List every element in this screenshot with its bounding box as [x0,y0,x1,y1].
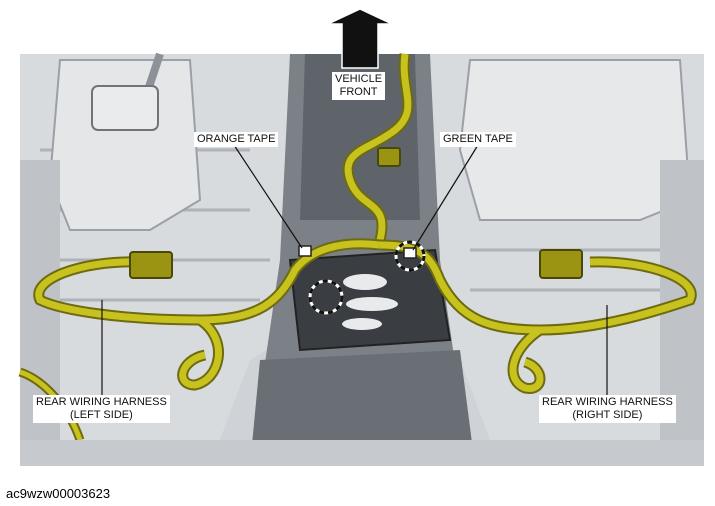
left-connector [129,251,173,279]
rear-right-line1: REAR WIRING HARNESS [542,396,673,408]
diagram-bottom-strip [20,440,704,466]
rear-left-line1: REAR WIRING HARNESS [36,396,167,408]
rear-left-line2: (LEFT SIDE) [70,409,133,421]
vehicle-front-line1: VEHICLE [335,73,383,85]
orange-tape-leader [233,144,303,249]
tunnel-clip-highlight-dash [308,279,344,315]
tunnel-hole-2 [346,297,398,311]
green-tape-marker [403,247,417,259]
harness-right-branch-hl [379,241,695,392]
vehicle-front-label: VEHICLE FRONT [332,72,386,100]
tunnel-lower [250,350,475,466]
figure-id: ac9wzw00003623 [6,486,111,501]
orange-tape-label: ORANGE TAPE [194,132,279,147]
front-connector [377,147,401,167]
green-tape-highlight-dash [394,240,426,272]
right-seat-bracket [458,59,692,221]
rear-left-label: REAR WIRING HARNESS (LEFT SIDE) [33,395,170,423]
harness-left-branch-hl [35,240,381,389]
brake-pedal-pad [91,85,159,131]
brake-pedal-arm [144,52,164,92]
right-connector [539,249,583,279]
rear-right-line2: (RIGHT SIDE) [572,409,643,421]
vehicle-front-arrow [327,8,393,69]
right-sill [660,160,704,466]
green-tape-label: GREEN TAPE [440,132,516,147]
orange-tape-marker [298,245,312,257]
tunnel-hole-3 [342,318,382,330]
vehicle-front-line2: FRONT [339,86,378,98]
tunnel-top [300,54,420,220]
tunnel-hole-1 [343,274,387,290]
rear-right-label: REAR WIRING HARNESS (RIGHT SIDE) [539,395,676,423]
green-tape-leader [412,144,479,251]
harness-front-run-hl [344,53,412,241]
